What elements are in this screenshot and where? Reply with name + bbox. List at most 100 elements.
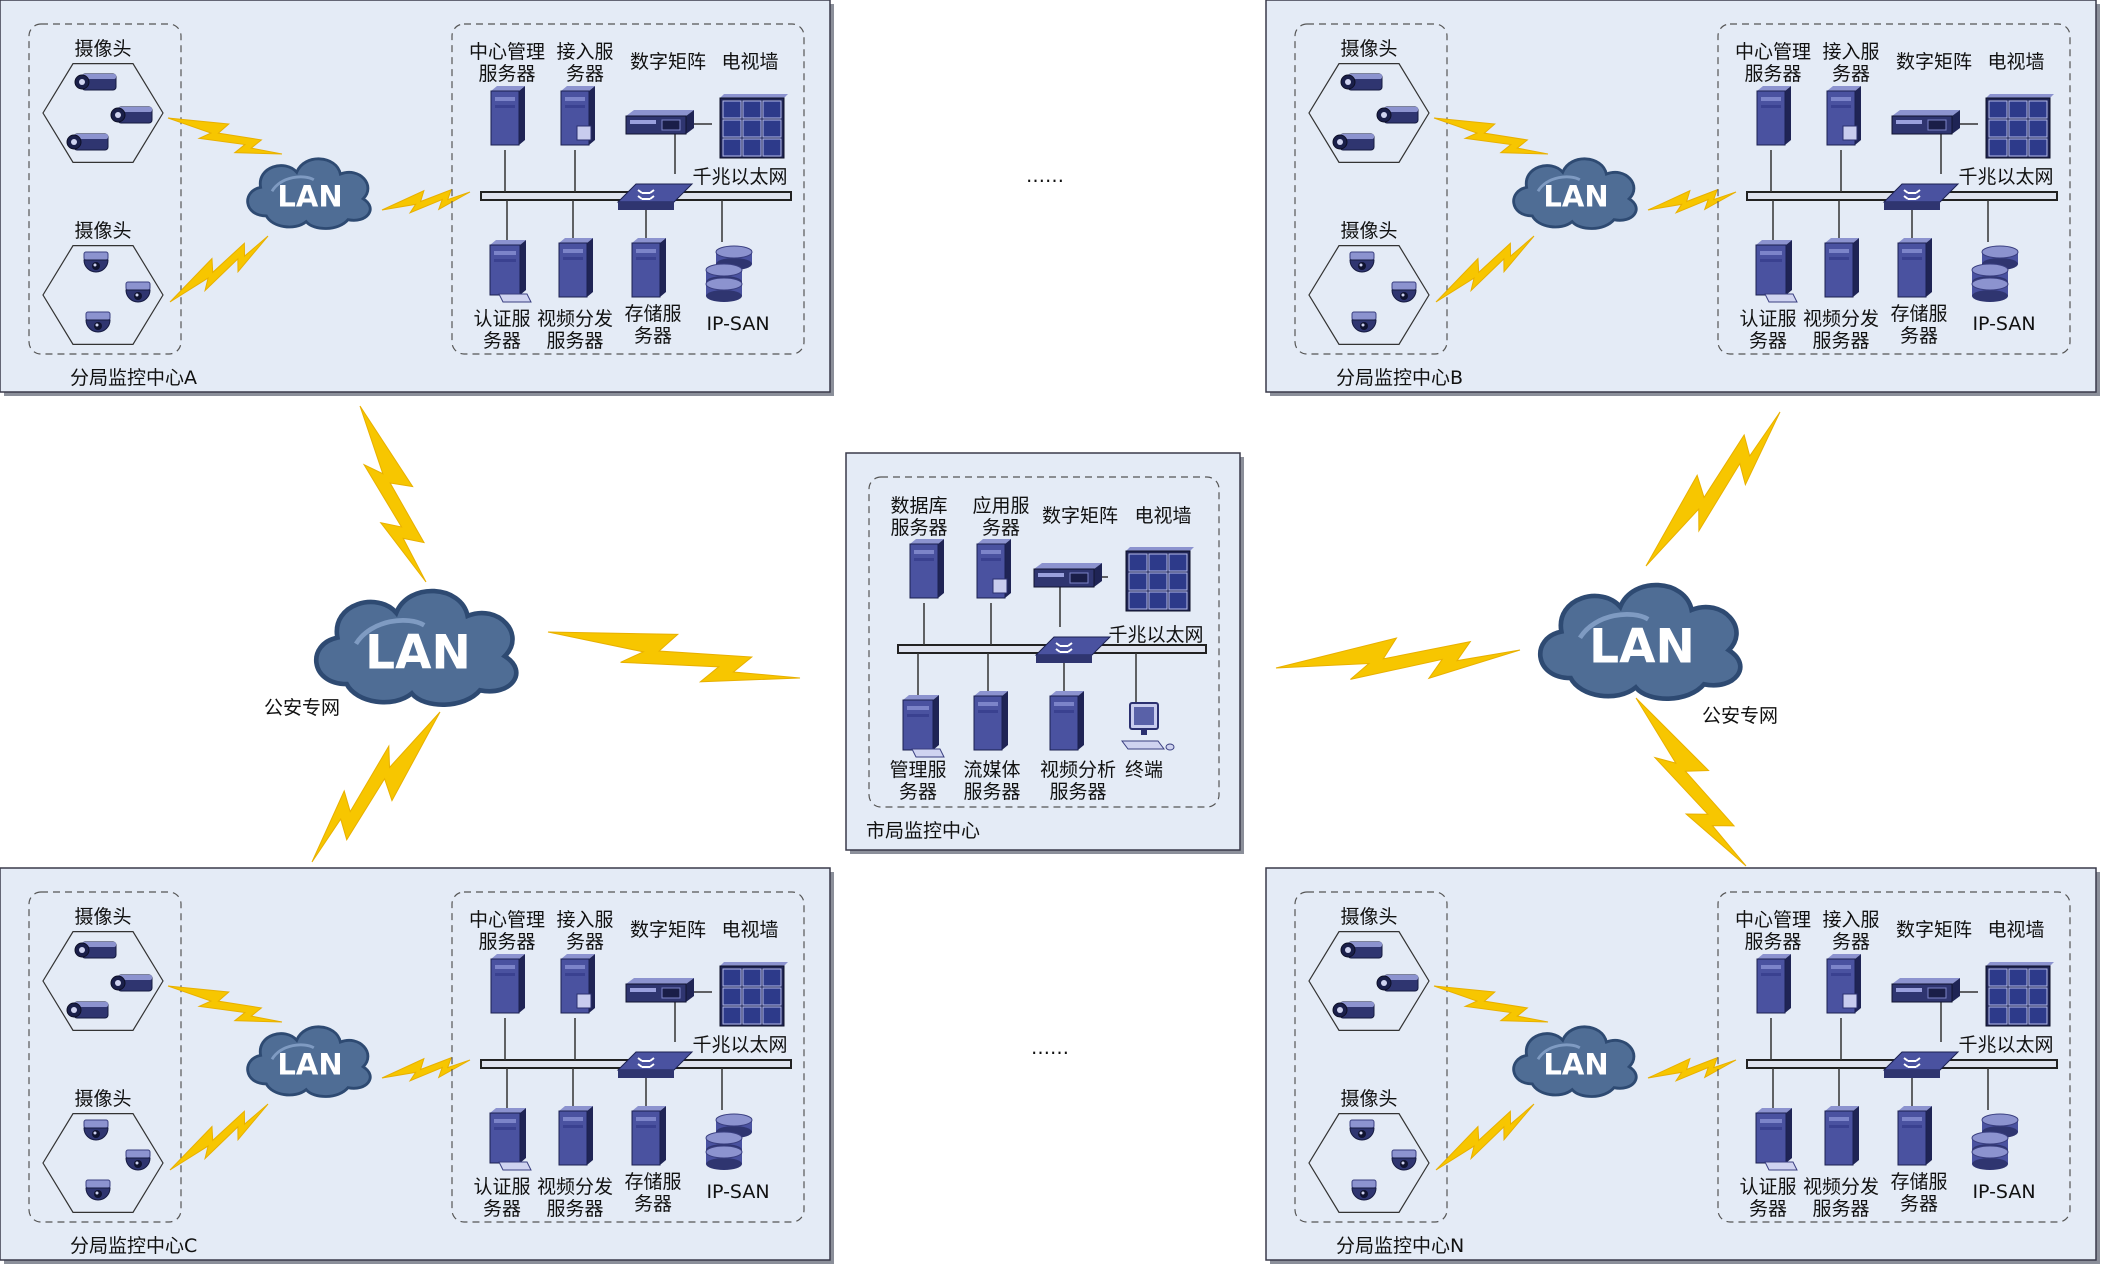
tower-server-icon [1755,1108,1798,1171]
dome-camera-icon [1391,281,1417,303]
db-server-label-line2: 服务器 [890,517,947,539]
city-center: 数据库服务器应用服务器数字矩阵电视墙千兆以太网管理服务器流媒体服务器视频分析服务… [845,452,1244,854]
ellipsis-top: …… [1026,165,1064,187]
ethernet-label: 千兆以太网 [692,1034,787,1056]
dome-camera-icon [1391,1149,1417,1171]
tower-server-icon [1824,1106,1859,1166]
tv-wall-label: 电视墙 [721,51,778,73]
dome-camera-icon [83,1119,109,1141]
camera-hexagon-1 [1308,931,1430,1031]
box-camera-icon [66,1001,109,1019]
lightning-icon [381,188,471,214]
camera-group-label-2: 摄像头 [74,220,131,242]
camera-hexagon-1 [1308,63,1430,163]
box-camera-icon [66,133,109,151]
branch-name: 分局监控中心B [1336,367,1463,389]
switch-icon [1882,1051,1960,1078]
lan-label: LAN [1589,620,1695,675]
ipsan-label: IP-SAN [1972,1181,2035,1203]
tower-server-icon [490,954,525,1014]
storage-server-label-line1: 存储服 [624,303,681,325]
video-wall-icon [1985,962,2054,1027]
mgmt-server-label-line2: 服务器 [478,63,535,85]
camera-group-label-2: 摄像头 [1340,1088,1397,1110]
rack-unit-icon [1891,978,1960,1003]
dome-camera-icon [85,1179,111,1201]
storage-server-label-line2: 务器 [634,325,672,347]
app-server-label-line2: 务器 [982,517,1020,539]
video-dist-label-line1: 视频分发 [537,308,613,330]
access-server-label-line2: 务器 [566,63,604,85]
access-server-label-line1: 接入服 [1822,41,1879,63]
storage-server-label-line1: 存储服 [1890,1171,1947,1193]
mgmt-server-label-line2: 务器 [899,781,937,803]
ethernet-label: 千兆以太网 [692,166,787,188]
dome-camera-icon [1351,311,1377,333]
tower-server-icon [902,695,945,758]
access-server-label-line1: 接入服 [556,41,613,63]
lan-label: LAN [1543,1047,1608,1081]
box-camera-icon [1340,73,1383,91]
video-dist-label-line1: 视频分发 [1803,1176,1879,1198]
lightning-icon [167,117,283,155]
storage-disk-icon [705,1113,753,1170]
dome-camera-icon [1349,1119,1375,1141]
storage-server-label-line2: 务器 [1900,325,1938,347]
tower-server-icon [909,539,944,599]
tower-server-icon [973,691,1008,751]
tower-server-icon [1897,238,1932,298]
branch-center-2: 摄像头摄像头LAN中心管理服务器接入服务器数字矩阵电视墙千兆以太网认证服务器视频… [0,867,834,1264]
auth-server-label-line2: 务器 [1749,1198,1787,1220]
tv-wall-label: 电视墙 [1134,505,1191,527]
branch-name: 分局监控中心C [70,1235,197,1257]
lightning-icon [1647,188,1737,214]
auth-server-label-line1: 认证服 [473,1176,530,1198]
camera-group-label-1: 摄像头 [74,906,131,928]
camera-group-label-2: 摄像头 [74,1088,131,1110]
box-camera-icon [74,73,117,91]
storage-disk-icon [1971,245,2019,302]
switch-icon [616,183,694,210]
video-dist-label-line2: 服务器 [1812,330,1869,352]
lightning-icon [1433,985,1549,1023]
tower-server-icon [1756,954,1791,1014]
mgmt-server-label-line1: 中心管理 [1735,909,1811,931]
ethernet-label: 千兆以太网 [1108,624,1203,646]
matrix-label: 数字矩阵 [630,51,706,73]
box-camera-icon [1332,1001,1375,1019]
dome-camera-icon [85,311,111,333]
camera-hexagon-2 [1308,1113,1430,1213]
lightning-icon [311,711,441,863]
cloud-shape [313,588,519,707]
cloud-shape [1512,157,1638,230]
cloud-icon: LAN [246,1025,372,1098]
ellipsis-bottom: …… [1031,1037,1069,1059]
video-wall-icon [1125,547,1194,612]
lightning-icon [169,235,269,303]
lightning-icon [1275,637,1521,680]
camera-hexagon-1 [42,63,164,163]
mgmt-server-label-line2: 服务器 [1744,63,1801,85]
tower-server-icon [560,86,595,146]
dome-camera-icon [125,281,151,303]
camera-group-label-2: 摄像头 [1340,220,1397,242]
lightning-icon [169,1103,269,1171]
dome-camera-icon [1349,251,1375,273]
auth-server-label-line1: 认证服 [1739,308,1796,330]
auth-server-label-line1: 认证服 [473,308,530,330]
lightning-icon [1435,235,1535,303]
video-wall-icon [1985,94,2054,159]
lightning-icon [359,405,427,583]
app-server-label-line1: 应用服 [972,495,1029,517]
box-camera-icon [1332,133,1375,151]
camera-group-box [28,891,182,1223]
access-server-label-line1: 接入服 [1822,909,1879,931]
matrix-label: 数字矩阵 [1896,919,1972,941]
lan-label: LAN [277,179,342,213]
branch-name: 分局监控中心A [70,367,197,389]
camera-group-box [28,23,182,355]
lightning-icon [1635,697,1747,867]
dome-camera-icon [83,251,109,273]
